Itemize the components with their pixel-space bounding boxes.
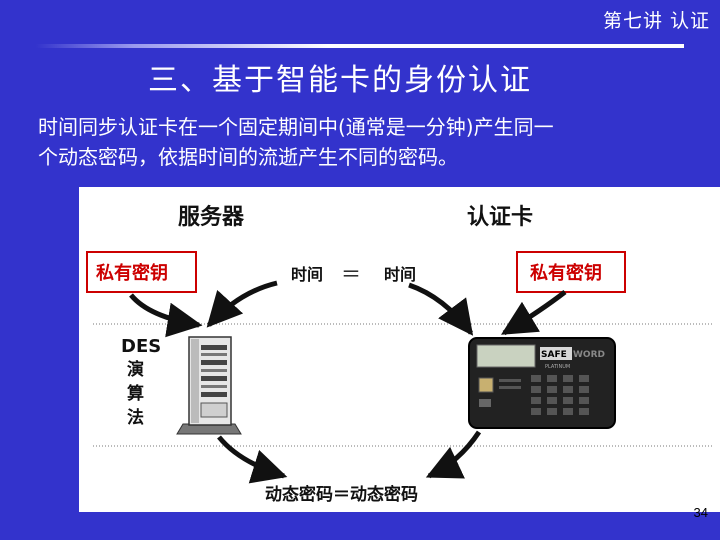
card-brand-sub: PLATINUM [545, 364, 570, 370]
time-left: 时间 [291, 265, 323, 284]
arrow-time-to-server [209, 283, 277, 325]
slide-title: 三、基于智能卡的身份认证 [148, 55, 532, 99]
card-label: 认证卡 [467, 205, 533, 230]
card-brand-a: SAFE [541, 350, 567, 360]
header-rule [36, 44, 684, 48]
header-title: 第七讲 认证 [603, 6, 710, 33]
arrow-key-to-card [504, 292, 565, 333]
time-sync-diagram: 服务器 认证卡 私有密钥 私有密钥 时间 ＝ 时间 DES 演 算 法 [79, 187, 720, 512]
server-label: 服务器 [178, 205, 245, 230]
safeword-token-icon: SAFE WORD PLATINUM [469, 338, 615, 428]
dynamic-password-result: 动态密码＝动态密码 [265, 484, 418, 505]
time-right: 时间 [384, 265, 416, 284]
equals-sign: ＝ [341, 262, 361, 286]
arrow-key-to-server [131, 295, 199, 325]
algo-char-2: 算 [126, 383, 144, 404]
body-line-2: 个动态密码，依据时间的流逝产生不同的密码。 [38, 142, 688, 172]
arrow-server-to-result [219, 437, 284, 476]
arrow-card-to-result [429, 432, 479, 476]
card-brand-b: WORD [573, 350, 605, 360]
arrow-time-to-card [409, 285, 471, 333]
algo-char-1: 演 [127, 359, 144, 380]
private-key-right: 私有密钥 [530, 262, 602, 284]
algo-char-3: 法 [127, 407, 144, 428]
body-line-1: 时间同步认证卡在一个固定期间中(通常是一分钟)产生同一 [38, 112, 688, 142]
body-text: 时间同步认证卡在一个固定期间中(通常是一分钟)产生同一 个动态密码，依据时间的流… [38, 112, 688, 172]
page-number: 34 [694, 505, 708, 520]
private-key-left: 私有密钥 [96, 262, 168, 284]
algo-des: DES [121, 336, 161, 357]
server-tower-icon [177, 337, 241, 434]
